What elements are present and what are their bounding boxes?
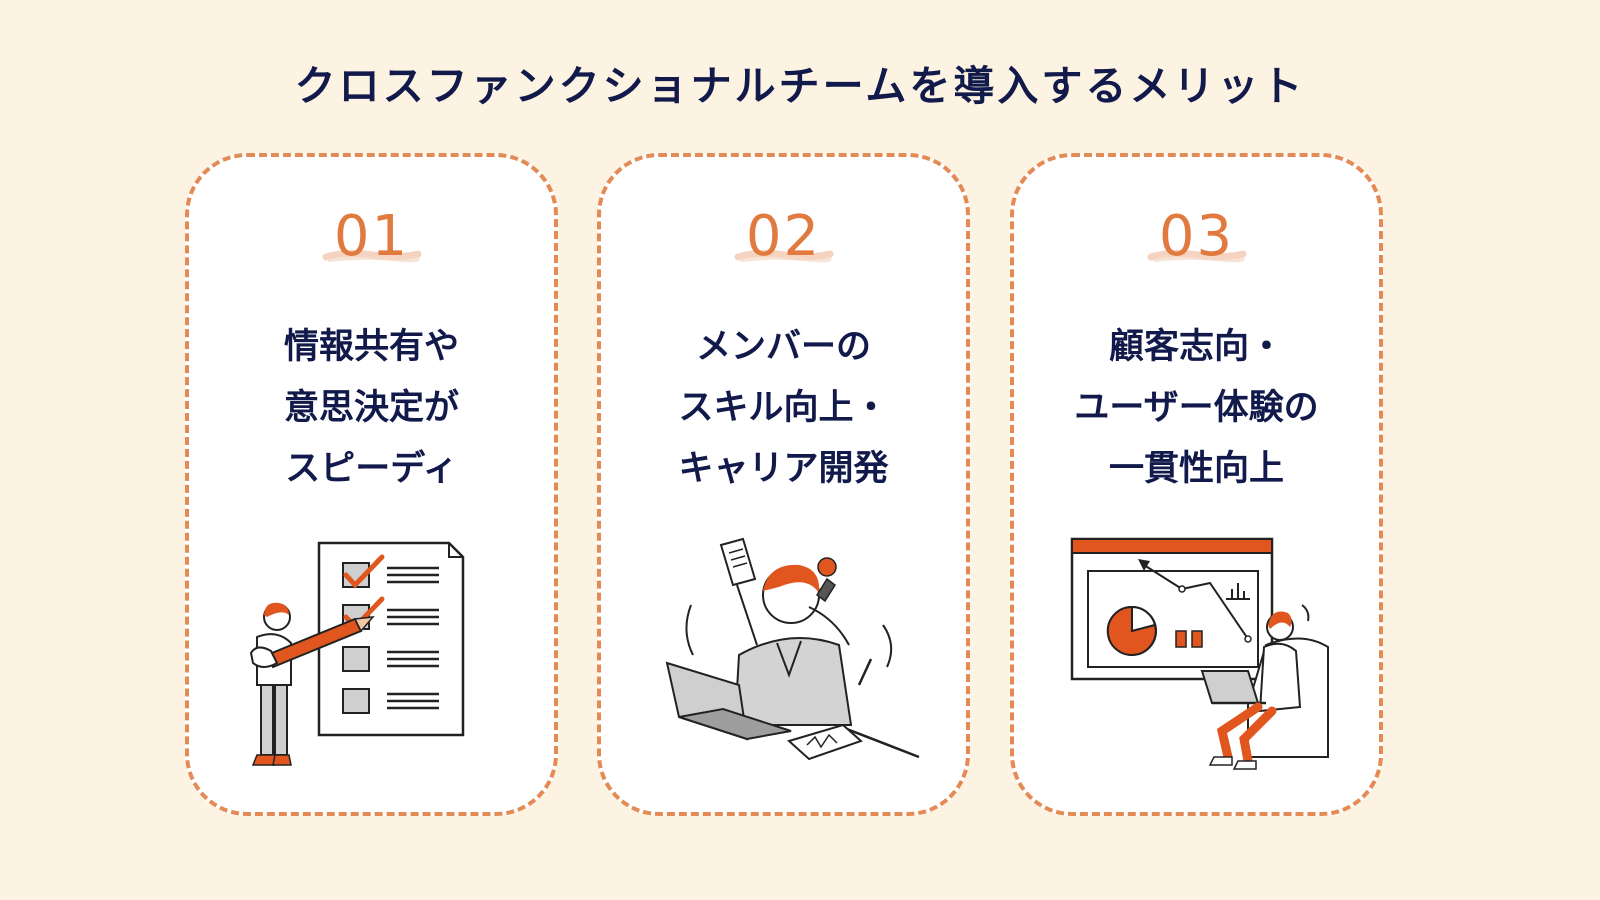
card-number-badge: 03 bbox=[1014, 205, 1379, 275]
card-heading-line: スキル向上・ bbox=[678, 388, 889, 428]
merit-card-1: 01 情報共有や 意思決定が スピーディ bbox=[185, 153, 558, 816]
brush-stroke-icon bbox=[322, 249, 421, 263]
dashboard-person-icon bbox=[1070, 537, 1329, 770]
card-heading-line: 顧客志向・ bbox=[1108, 327, 1284, 367]
card-heading: メンバーの スキル向上・ キャリア開発 bbox=[601, 317, 966, 500]
merit-card-2: 02 メンバーの スキル向上・ キャリア開発 bbox=[597, 153, 970, 816]
card-number: 02 bbox=[745, 204, 822, 269]
card-heading-line: メンバーの bbox=[695, 327, 871, 367]
card-heading-line: スピーディ bbox=[285, 449, 458, 489]
card-number-badge: 02 bbox=[601, 205, 966, 275]
card-number: 03 bbox=[1158, 204, 1235, 269]
checklist-person-icon bbox=[249, 541, 464, 766]
card-heading-line: ユーザー体験の bbox=[1074, 388, 1319, 428]
card-number-badge: 01 bbox=[189, 205, 554, 275]
card-heading: 情報共有や 意思決定が スピーディ bbox=[189, 317, 554, 500]
card-number: 01 bbox=[333, 204, 410, 269]
card-heading-line: 一貫性向上 bbox=[1108, 449, 1284, 489]
brush-stroke-icon bbox=[734, 249, 833, 263]
merit-card-3: 03 顧客志向・ ユーザー体験の 一貫性向上 bbox=[1010, 153, 1383, 816]
card-heading-line: 情報共有や bbox=[283, 327, 459, 367]
card-heading: 顧客志向・ ユーザー体験の 一貫性向上 bbox=[1014, 317, 1379, 500]
card-heading-line: 意思決定が bbox=[283, 388, 459, 428]
busy-worker-icon bbox=[665, 537, 919, 761]
card-heading-line: キャリア開発 bbox=[678, 449, 889, 489]
brush-stroke-icon bbox=[1147, 249, 1246, 263]
page-title: クロスファンクショナルチームを導入するメリット bbox=[294, 62, 1306, 110]
